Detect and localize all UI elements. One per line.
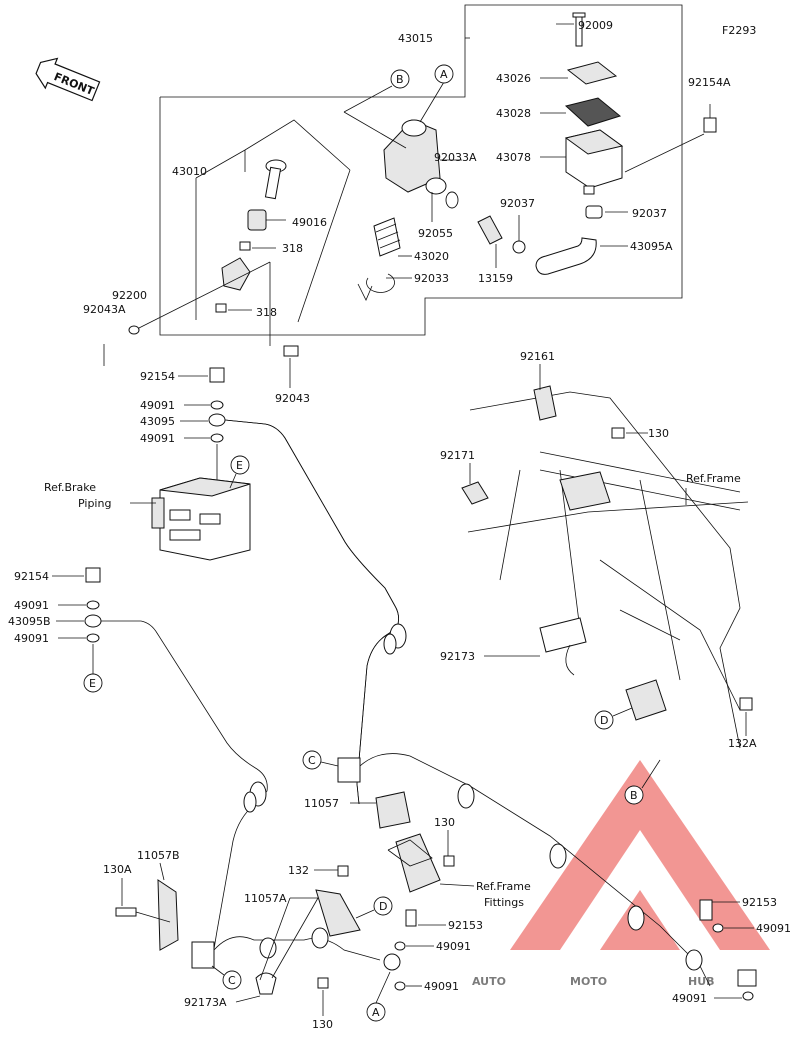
svg-text:C: C <box>308 754 316 767</box>
label-132A: 132A <box>728 737 757 750</box>
label-49016: 49016 <box>292 216 327 229</box>
callout-e-lower: E <box>83 673 103 693</box>
svg-text:D: D <box>379 900 387 913</box>
label-92043A: 92043A <box>83 303 126 316</box>
label-11057B: 11057B <box>137 849 180 862</box>
brake-hose-43095 <box>208 367 407 805</box>
callout-b-frame: B <box>624 785 644 805</box>
label-130-b: 130 <box>434 816 455 829</box>
svg-text:E: E <box>236 459 243 472</box>
callout-e-upper: E <box>230 455 250 475</box>
brake-hose-lower <box>337 753 757 987</box>
lever-parts <box>103 119 351 388</box>
svg-text:A: A <box>372 1006 380 1019</box>
svg-text:C: C <box>228 974 236 987</box>
callout-a-lower: A <box>366 1002 386 1022</box>
label-49091-c: 49091 <box>14 599 49 612</box>
label-92037-a: 92037 <box>500 197 535 210</box>
master-cylinder-box <box>159 4 683 336</box>
label-92009: 92009 <box>578 19 613 32</box>
label-92154A: 92154A <box>688 76 731 89</box>
label-43026: 43026 <box>496 72 531 85</box>
ref-brake-piping-2: Piping <box>78 497 111 510</box>
reservoir-parts <box>477 12 717 275</box>
label-43078: 43078 <box>496 151 531 164</box>
label-130-c: 130 <box>312 1018 333 1031</box>
figure-code: F2293 <box>722 24 756 37</box>
label-49091-h: 49091 <box>672 992 707 1005</box>
brackets <box>115 791 754 1001</box>
ref-frame-fittings-1: Ref.Frame <box>476 880 531 893</box>
callout-a-top: A <box>434 64 454 84</box>
label-43095: 43095 <box>140 415 175 428</box>
callout-c-mid: C <box>302 750 322 770</box>
label-132: 132 <box>288 864 309 877</box>
label-92173A: 92173A <box>184 996 227 1009</box>
label-92153-b: 92153 <box>742 896 777 909</box>
label-43020: 43020 <box>414 250 449 263</box>
label-92161: 92161 <box>520 350 555 363</box>
label-43015: 43015 <box>398 32 433 45</box>
watermark-auto: AUTO <box>472 975 506 988</box>
label-49091-d: 49091 <box>14 632 49 645</box>
label-92173: 92173 <box>440 650 475 663</box>
watermark-moto: MOTO <box>570 975 607 988</box>
front-arrow-icon: FRONT <box>35 57 101 102</box>
label-318-a: 318 <box>282 242 303 255</box>
label-92154-a: 92154 <box>140 370 175 383</box>
ref-frame-fittings-2: Fittings <box>484 896 524 909</box>
label-318-b: 318 <box>256 306 277 319</box>
label-49091-g: 49091 <box>756 922 791 935</box>
label-49091-a: 49091 <box>140 399 175 412</box>
label-92154-b: 92154 <box>14 570 49 583</box>
label-49091-e: 49091 <box>436 940 471 953</box>
callout-c-lower: C <box>222 970 242 990</box>
label-92033A: 92033A <box>434 151 477 164</box>
watermark-logo: AUTO MOTO HUB <box>472 760 770 988</box>
label-11057A: 11057A <box>244 892 287 905</box>
label-92200: 92200 <box>112 289 147 302</box>
svg-text:A: A <box>440 68 448 81</box>
svg-text:E: E <box>89 677 96 690</box>
label-92033: 92033 <box>414 272 449 285</box>
svg-text:B: B <box>630 789 638 802</box>
label-43028: 43028 <box>496 107 531 120</box>
label-49091-f: 49091 <box>424 980 459 993</box>
label-43095B: 43095B <box>8 615 51 628</box>
label-43095A: 43095A <box>630 240 673 253</box>
label-11057: 11057 <box>304 797 339 810</box>
label-92153-a: 92153 <box>448 919 483 932</box>
abs-unit <box>151 477 251 561</box>
svg-text:D: D <box>600 714 608 727</box>
label-130-a: 130 <box>648 427 669 440</box>
callout-d-lower: D <box>373 896 393 916</box>
label-92043: 92043 <box>275 392 310 405</box>
svg-text:B: B <box>396 73 404 86</box>
label-13159: 13159 <box>478 272 513 285</box>
label-92171: 92171 <box>440 449 475 462</box>
label-43010: 43010 <box>172 165 207 178</box>
ref-brake-piping-1: Ref.Brake <box>44 481 96 494</box>
callout-d-frame: D <box>594 710 614 730</box>
label-130A: 130A <box>103 863 132 876</box>
label-92055: 92055 <box>418 227 453 240</box>
ref-frame: Ref.Frame <box>686 472 741 485</box>
label-49091-b: 49091 <box>140 432 175 445</box>
frame-drawing <box>461 385 753 749</box>
master-cylinder-body <box>343 81 462 301</box>
label-92037-b: 92037 <box>632 207 667 220</box>
watermark-hub: HUB <box>688 975 715 988</box>
callout-b-top: B <box>390 69 410 89</box>
